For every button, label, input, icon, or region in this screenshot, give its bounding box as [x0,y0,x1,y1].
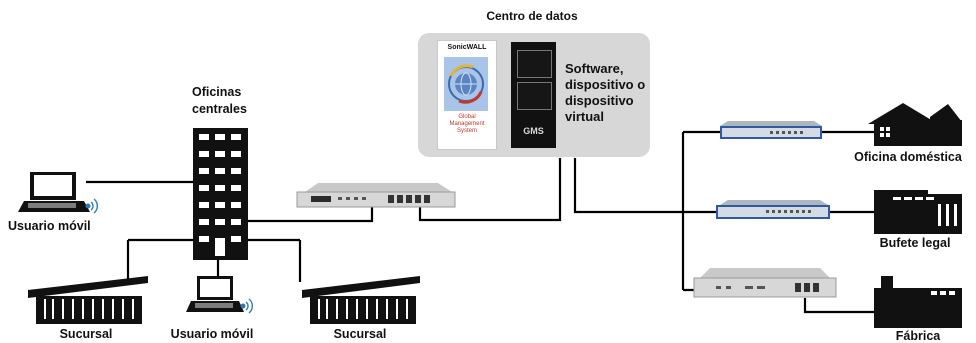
gms-software-card: SonicWALL Global Management System [437,40,497,150]
gms-server-tower-icon: GMS [511,42,556,148]
factory-building-icon [874,276,962,328]
branch-building-icon-left [28,276,148,324]
firewall-appliance-icon-factory [693,268,837,298]
branch-left-label: Sucursal [59,327,113,341]
datacenter-software-label: Software, dispositivo o dispositivo virt… [565,61,646,124]
mobile-user-bottom-label: Usuario móvil [170,327,254,341]
branch-building-icon-right [302,276,420,324]
globe-logo-icon [444,57,488,111]
factory-label: Fábrica [895,329,941,343]
wireless-signal-icon-left [85,198,98,214]
connection-lines [86,130,878,314]
wireless-signal-icon-bottom [240,298,253,314]
firewall-appliance-icon-law-office [716,200,830,219]
home-office-label: Oficina doméstica [854,150,962,164]
mobile-user-left-label: Usuario móvil [8,219,91,233]
drive-bay-lower [517,82,552,110]
gms-brand-label: SonicWALL [447,44,487,51]
laptop-icon-left [18,172,90,212]
branch-right-label: Sucursal [333,327,387,341]
drive-bay-upper [517,50,552,78]
gms-server-tag: GMS [523,126,544,136]
datacenter-title: Centro de datos [486,9,578,23]
home-office-house-icon [868,103,962,146]
firewall-appliance-icon-home-office [720,121,822,139]
headquarters-building-icon [193,128,248,260]
headquarters-label: Oficinas centrales [192,85,247,116]
law-office-building-icon [874,190,962,234]
laptop-icon-bottom [186,276,244,312]
law-office-label: Bufete legal [879,236,951,250]
gms-caption: Global Management System [449,114,485,134]
rack-firewall-appliance-icon [296,183,456,208]
